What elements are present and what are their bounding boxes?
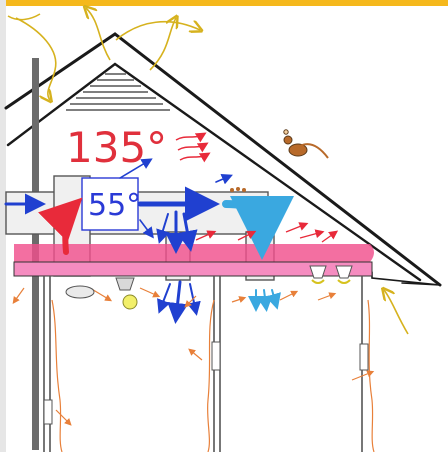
light-switch-icon bbox=[44, 342, 368, 424]
wall-studs bbox=[44, 276, 362, 452]
duct-top-debris bbox=[230, 187, 246, 192]
hot-air-wavy-arrows bbox=[176, 134, 208, 160]
duct-temperature-label: 55° bbox=[88, 188, 141, 223]
top-frame-strip bbox=[0, 0, 448, 6]
wire-runs bbox=[14, 288, 374, 452]
squirrel-icon bbox=[284, 130, 328, 158]
left-edge-strip bbox=[0, 0, 6, 452]
attic-temperature-label: 135° bbox=[66, 123, 167, 172]
ceiling-light-icon bbox=[116, 278, 137, 309]
ceiling-fixture bbox=[66, 286, 94, 298]
